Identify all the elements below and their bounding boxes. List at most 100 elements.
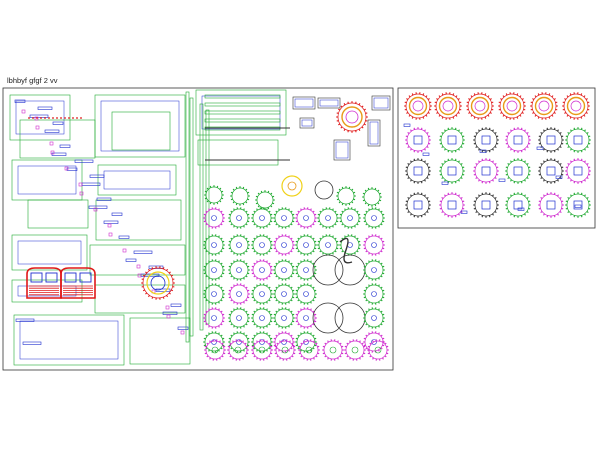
gear-rim: [345, 340, 365, 360]
gear-tooth: [487, 95, 490, 98]
gear-tooth: [314, 265, 317, 268]
gear-tooth: [382, 265, 385, 268]
small-part-cutout: [301, 119, 313, 127]
gear-tooth: [228, 265, 231, 268]
gear-tooth: [363, 240, 366, 243]
gear-tooth: [363, 296, 366, 299]
gear-tooth: [454, 150, 457, 153]
gear-tooth: [270, 247, 273, 250]
gear-tooth: [406, 112, 409, 114]
large-disc: [334, 302, 366, 334]
axle-hole: [259, 215, 265, 221]
gear-tooth: [441, 93, 444, 96]
gear-tooth: [322, 345, 325, 348]
gear-tooth: [292, 247, 295, 250]
gear-part: [203, 307, 225, 329]
gear-tooth: [468, 98, 471, 100]
gear-tooth: [382, 247, 385, 250]
gear-tooth: [256, 325, 258, 328]
sheet-border: [397, 87, 596, 229]
gear-tooth: [354, 208, 356, 211]
gear-tooth: [377, 202, 380, 205]
gear-tooth: [317, 220, 320, 223]
gear-tooth: [413, 215, 416, 218]
gear-rim: [566, 159, 590, 183]
gear-tooth: [270, 337, 273, 340]
gear-tooth: [336, 220, 339, 223]
gear-tooth: [559, 197, 562, 199]
gear-tooth: [565, 166, 568, 169]
gear-tooth: [405, 166, 408, 169]
gear-tooth: [222, 247, 225, 250]
inner-mount: [447, 166, 457, 176]
gear-tooth: [378, 284, 380, 287]
gear-tooth: [233, 325, 235, 328]
gear-rim: [406, 193, 430, 217]
gear-tooth: [358, 247, 361, 250]
gear-tooth: [348, 186, 351, 189]
gear-tooth: [245, 323, 248, 326]
gear-tooth: [368, 208, 370, 211]
gear-tooth: [344, 345, 347, 348]
axle-hole: [371, 267, 377, 273]
gear-tooth: [363, 213, 366, 216]
gear-tooth: [208, 349, 210, 352]
gear-tooth: [312, 310, 315, 313]
gear-tooth: [266, 284, 268, 287]
gear-tooth: [292, 272, 295, 275]
gear-tooth: [288, 349, 290, 352]
gear-tooth: [454, 127, 457, 130]
gear-tooth: [553, 192, 556, 195]
gear-tooth: [427, 112, 430, 114]
gear-tooth: [404, 108, 407, 111]
gear-rim: [440, 193, 464, 217]
gear-tooth: [222, 337, 225, 340]
gear-tooth: [411, 116, 414, 119]
gear-tooth: [561, 173, 564, 176]
gear-tooth: [243, 208, 245, 211]
gear-tooth: [382, 240, 385, 243]
gear-rim: [205, 340, 225, 360]
gear-tooth: [228, 247, 231, 250]
gear-tooth: [368, 308, 370, 311]
gear-part: [565, 158, 591, 184]
gear-tooth: [489, 112, 492, 114]
gear-tooth: [256, 277, 258, 280]
square-frame-disc: [314, 180, 334, 200]
gear-tooth: [434, 101, 437, 104]
gear-tooth: [218, 332, 220, 335]
gear-tooth: [492, 213, 494, 216]
vehicle-front-outline: [60, 267, 96, 299]
gear-tooth: [567, 146, 570, 148]
gear-tooth: [247, 191, 250, 194]
gear-tooth: [546, 150, 549, 153]
gear-tooth: [557, 179, 559, 182]
gear-tooth: [270, 240, 273, 243]
gear-tooth: [358, 240, 361, 243]
gear-tooth: [567, 211, 570, 213]
gear-tooth: [268, 237, 271, 240]
axle-hole: [374, 346, 382, 354]
gear-tooth: [228, 296, 231, 299]
gear-tooth: [380, 237, 383, 240]
gear-tooth: [230, 334, 233, 337]
gear-tooth: [171, 289, 174, 292]
gear-tooth: [473, 93, 476, 96]
gear-rim: [204, 308, 224, 328]
gear-tooth: [378, 308, 380, 311]
gear-part: [439, 127, 465, 153]
gear-tooth: [230, 223, 233, 226]
gear-tooth: [481, 127, 484, 130]
gear-tooth: [478, 129, 480, 132]
gear-tooth: [462, 200, 465, 203]
gear-tooth: [288, 308, 290, 311]
gear-tooth: [253, 250, 256, 253]
gear-tooth: [524, 179, 526, 182]
gear-tooth: [341, 250, 344, 253]
gear-tooth: [151, 267, 154, 270]
gear-part: [204, 185, 224, 205]
vertical-strip: [205, 109, 210, 325]
gear-tooth: [386, 352, 389, 355]
gear-tooth: [458, 179, 460, 182]
gear-hub: [506, 100, 518, 112]
